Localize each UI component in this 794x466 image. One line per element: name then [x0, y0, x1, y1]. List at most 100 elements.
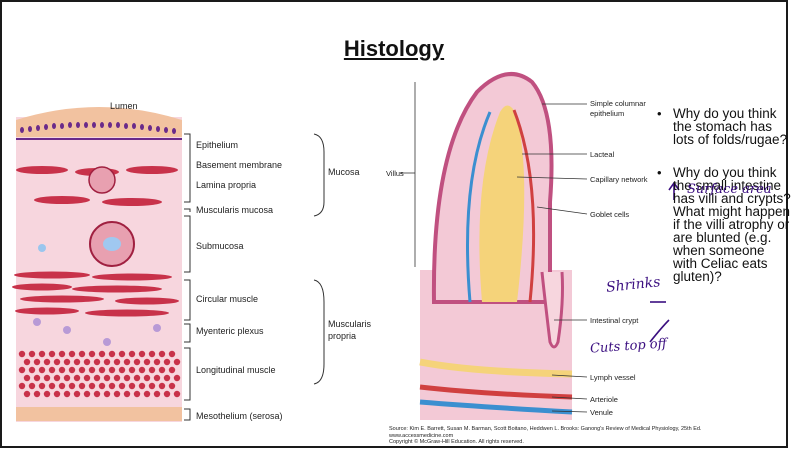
muscle-dot [38, 366, 46, 374]
muscle-dot [73, 390, 81, 398]
muscle-dot [48, 366, 56, 374]
left-brackets [184, 133, 325, 421]
label-goblet-cells: Goblet cells [590, 210, 629, 219]
villus-diagram [419, 72, 573, 420]
muscle-dot [168, 350, 176, 358]
muscle-dot [43, 358, 51, 366]
muscle-dot [18, 382, 26, 390]
muscle-dot [43, 374, 51, 382]
muscle-dot [138, 382, 146, 390]
gi-wall-diagram [12, 107, 182, 422]
muscle-dot [143, 390, 151, 398]
muscle-dot [23, 358, 31, 366]
muscle-dot [68, 350, 76, 358]
muscle-dot [168, 382, 176, 390]
label-epithelium: epithelium [590, 109, 624, 118]
muscle-dot [78, 382, 86, 390]
muscle-dot [153, 390, 161, 398]
muscle-dot [158, 350, 166, 358]
muscle-dot [93, 358, 101, 366]
source-line-3: Copyright © McGraw-Hill Education. All r… [389, 439, 524, 445]
muscle-dot [83, 390, 91, 398]
muscle-dot [53, 374, 61, 382]
muscle-dot [103, 390, 111, 398]
layer-mesothelium: Mesothelium (serosa) [196, 411, 283, 421]
muscle-dot [118, 382, 126, 390]
muscle-dot [38, 382, 46, 390]
muscle-dot [83, 358, 91, 366]
muscle-dot [163, 390, 171, 398]
muscle-dot [33, 358, 41, 366]
bullet-list: Why do you think the stomach has lots of… [657, 107, 792, 293]
arteriole [419, 384, 573, 400]
villus-label: Villus [386, 169, 404, 178]
muscle-dot [163, 374, 171, 382]
lacteal [479, 105, 525, 302]
muscle-dot [68, 366, 76, 374]
label-lacteal: Lacteal [590, 150, 615, 159]
muscle-dot [98, 350, 106, 358]
muscle-dot [148, 350, 156, 358]
muscle-dot [113, 374, 121, 382]
serosa-band [16, 407, 182, 421]
muscle-dot [88, 350, 96, 358]
circular-muscle-cells [12, 271, 179, 317]
layer-submucosa: Submucosa [196, 241, 244, 251]
muscle-dot [63, 358, 71, 366]
capillary-venule-line [466, 111, 492, 303]
submucosa-lymph [38, 244, 46, 252]
muscularis-label-1: Muscularis [328, 319, 372, 329]
muscle-dot [108, 382, 116, 390]
longitudinal-muscle-cells [18, 350, 181, 398]
muscle-dot [118, 350, 126, 358]
muscle-dot [158, 366, 166, 374]
muscle-dot [83, 374, 91, 382]
muscle-dot [38, 350, 46, 358]
muscle-dot [128, 366, 136, 374]
muscle-dot [103, 374, 111, 382]
muscle-dot [53, 390, 61, 398]
muscle-dot [33, 374, 41, 382]
muscle-dot [78, 366, 86, 374]
layer-muscularis-mucosa: Muscularis mucosa [196, 205, 273, 215]
muscle-dot [138, 366, 146, 374]
muscle-dot [88, 382, 96, 390]
source-line-1: Source: Kim E. Barrett, Susan M. Barman,… [389, 426, 702, 432]
slide-title: Histology [343, 36, 445, 61]
label-lymph-vessel: Lymph vessel [590, 373, 636, 382]
muscle-dot [93, 374, 101, 382]
muscle-dot [133, 358, 141, 366]
epithelium-nuclei [20, 122, 176, 134]
muscle-dot [78, 350, 86, 358]
label-intestinal-crypt: Intestinal crypt [590, 316, 639, 325]
muscle-dot [23, 390, 31, 398]
source-line-2: www.accessmedicine.com [389, 432, 454, 439]
muscle-dot [48, 350, 56, 358]
muscle-dot [123, 358, 131, 366]
bullet-villi-question: Why do you think the small intestine has… [657, 166, 792, 284]
muscle-dot [153, 374, 161, 382]
muscle-dot [43, 390, 51, 398]
muscle-dot [58, 366, 66, 374]
muscle-dot [53, 358, 61, 366]
muscle-dot [93, 390, 101, 398]
muscle-dot [63, 390, 71, 398]
layer-longitudinal-muscle: Longitudinal muscle [196, 365, 276, 375]
muscle-dot [28, 350, 36, 358]
muscle-dot [103, 358, 111, 366]
layer-epithelium: Epithelium [196, 140, 238, 150]
lumen-label: Lumen [110, 101, 138, 111]
muscle-dot [108, 366, 116, 374]
muscle-dot [98, 382, 106, 390]
muscle-dot [133, 390, 141, 398]
muscle-dot [123, 390, 131, 398]
bullet-stomach-question: Why do you think the stomach has lots of… [657, 107, 792, 147]
layer-circular-muscle: Circular muscle [196, 294, 258, 304]
muscle-dot [158, 382, 166, 390]
muscle-dot [18, 366, 26, 374]
slash-mark [649, 319, 670, 343]
label-arteriole: Arteriole [590, 395, 618, 404]
lymph-vessel [419, 358, 573, 378]
muscle-dot [33, 390, 41, 398]
